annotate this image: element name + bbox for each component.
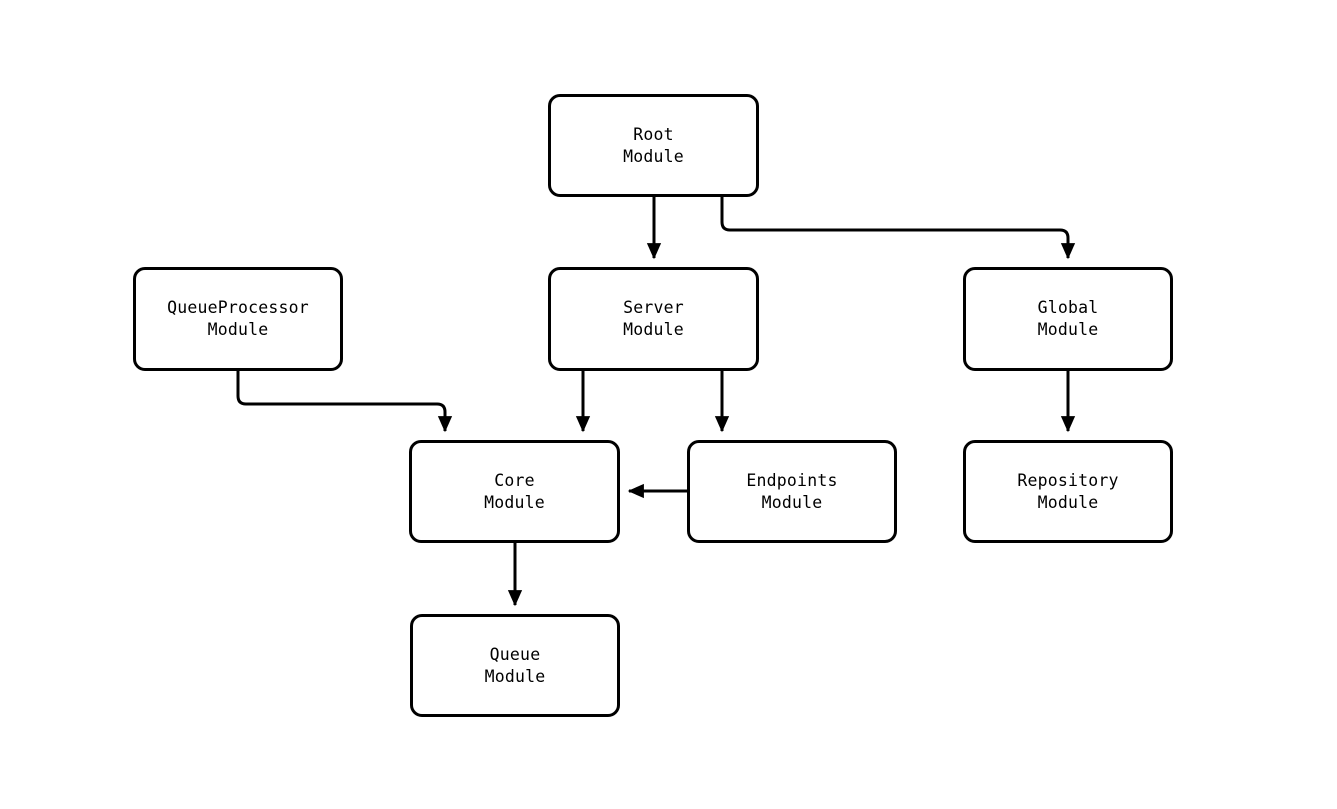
node-queue-module-label: Queue Module — [484, 644, 546, 686]
node-server-module-label: Server Module — [623, 298, 684, 339]
node-queue-module[interactable]: Queue Module — [410, 614, 620, 717]
node-global-module-label: Global Module — [1037, 298, 1099, 339]
node-root-module-label: Root Module — [623, 124, 684, 166]
node-server-module[interactable]: Server Module — [548, 267, 759, 371]
node-queueprocessor-module[interactable]: QueueProcessor Module — [133, 267, 343, 371]
node-queueprocessor-module-label: QueueProcessor Module — [167, 298, 309, 339]
node-endpoints-module-label: Endpoints Module — [746, 470, 838, 512]
node-root-module[interactable]: Root Module — [548, 94, 759, 197]
node-global-module[interactable]: Global Module — [963, 267, 1173, 371]
node-core-module[interactable]: Core Module — [409, 440, 620, 543]
node-endpoints-module[interactable]: Endpoints Module — [687, 440, 897, 543]
edge-root-to-global — [720, 197, 1076, 260]
node-repository-module-label: Repository Module — [1017, 470, 1119, 512]
node-core-module-label: Core Module — [484, 470, 545, 512]
edge-queueprocessor-to-core — [236, 371, 453, 433]
node-repository-module[interactable]: Repository Module — [963, 440, 1173, 543]
